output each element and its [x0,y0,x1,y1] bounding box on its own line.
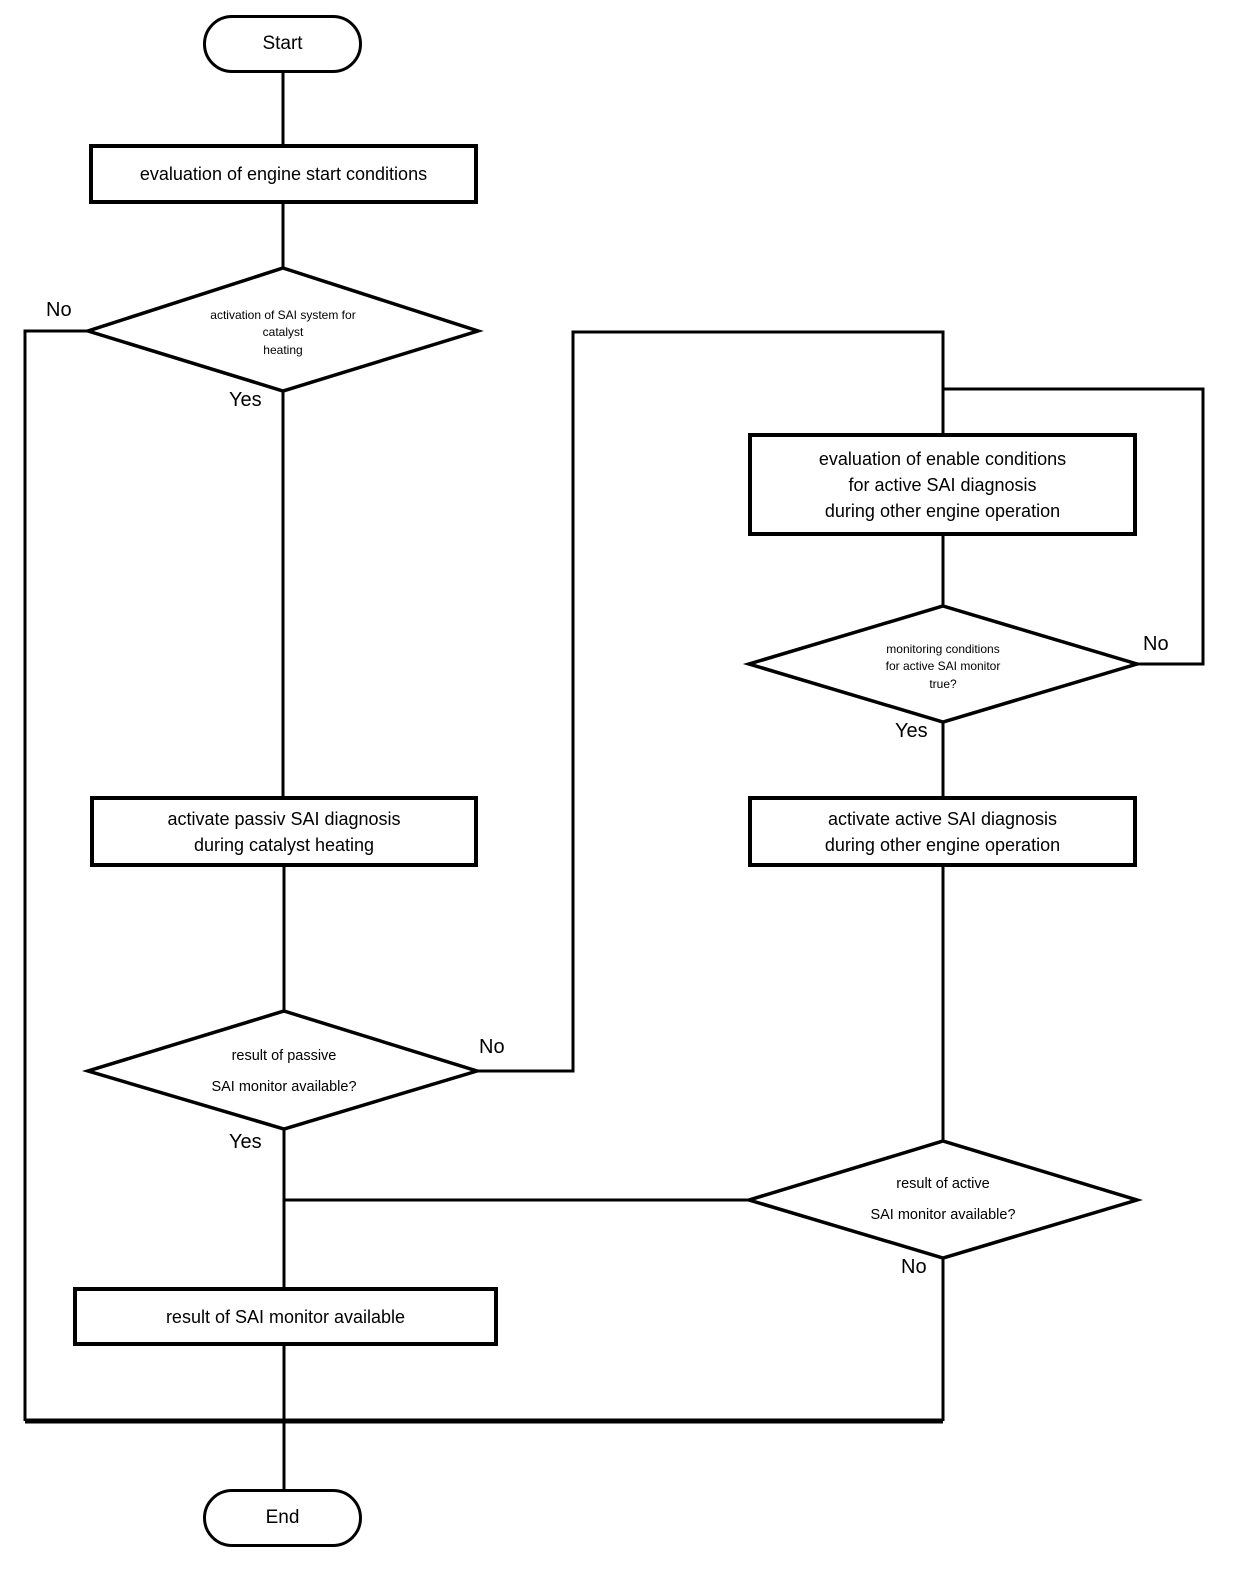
edge-label-monitoring-yes: Yes [895,720,928,742]
decision-monitoring-conditions-shape [742,604,1144,724]
edge-label-passive-result-yes: Yes [229,1131,262,1153]
decision-active-result-shape [742,1139,1144,1260]
process-evaluate-engine-start: evaluation of engine start conditions [89,144,478,204]
process-result-available: result of SAI monitor available [73,1287,498,1346]
decision-sai-activation-label: activation of SAI system for catalyst he… [210,307,356,357]
process-enable-conditions-evaluation: evaluation of enable conditions for acti… [748,433,1137,536]
edge-label-passive-result-no: No [479,1036,505,1058]
end-terminator: End [203,1489,362,1547]
edge-label-active-result-no: No [901,1256,927,1278]
decision-sai-activation-shape [82,266,484,393]
edge-activation-no-rail [23,329,88,1421]
start-terminator: Start [203,15,362,73]
decision-monitoring-conditions-label: monitoring conditions for active SAI mon… [885,641,1001,691]
edge-passive-result-no-to-enable-eval [477,330,945,1073]
decision-active-result-label: result of active SAI monitor available? [870,1176,1016,1223]
decision-passive-result-shape [81,1009,483,1131]
edge-label-activation-no: No [46,299,72,321]
edge-label-monitoring-no: No [1143,633,1169,655]
process-activate-passive-diagnosis: activate passiv SAI diagnosis during cat… [90,796,478,867]
edge-monitoring-no-loop [943,387,1205,666]
decision-passive-result-label: result of passive SAI monitor available? [211,1048,357,1095]
edge-label-activation-yes: Yes [229,389,262,411]
process-activate-active-diagnosis: activate active SAI diagnosis during oth… [748,796,1137,867]
